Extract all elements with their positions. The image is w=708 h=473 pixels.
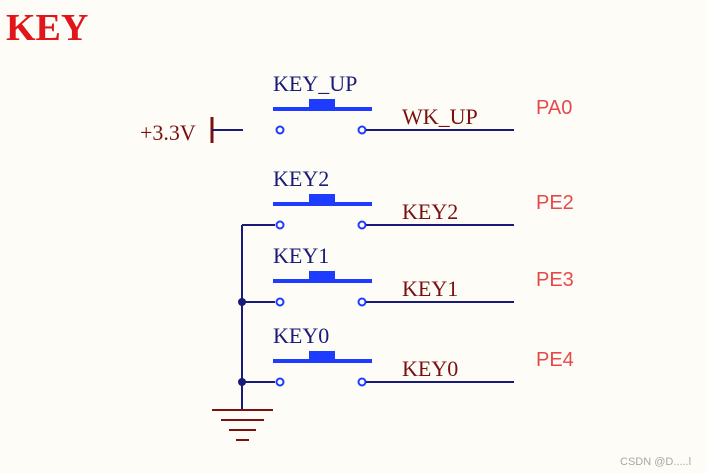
net-label: KEY0 (402, 356, 458, 381)
watermark: CSDN @D.....l (620, 456, 691, 468)
net-label: KEY2 (402, 199, 458, 224)
switch-button-cap (309, 271, 335, 281)
switch-contact-left (275, 220, 285, 230)
ground-symbol (212, 409, 273, 441)
switch-contact-left (275, 297, 285, 307)
key-label: KEY1 (273, 243, 329, 268)
switch-contact-right (357, 125, 367, 135)
supply-label: +3.3V (140, 120, 196, 145)
pin-label: PA0 (536, 97, 572, 119)
switch-contact-left (275, 377, 285, 387)
switch-contact-right (357, 377, 367, 387)
key-label: KEY_UP (273, 71, 357, 96)
net-label: WK_UP (402, 104, 478, 129)
key-switch-1: KEY_UP WK_UP PA0 (273, 71, 572, 135)
switch-button-cap (309, 194, 335, 204)
switch-contact-right (357, 220, 367, 230)
pin-label: PE3 (536, 269, 574, 291)
switch-contact-left (275, 125, 285, 135)
pin-label: PE2 (536, 192, 574, 214)
switch-button-cap (309, 99, 335, 109)
key-label: KEY2 (273, 166, 329, 191)
net-label: KEY1 (402, 276, 458, 301)
key-label: KEY0 (273, 323, 329, 348)
switch-contact-right (357, 297, 367, 307)
switch-button-cap (309, 351, 335, 361)
pin-label: PE4 (536, 349, 574, 371)
schematic-title: KEY (6, 7, 88, 49)
